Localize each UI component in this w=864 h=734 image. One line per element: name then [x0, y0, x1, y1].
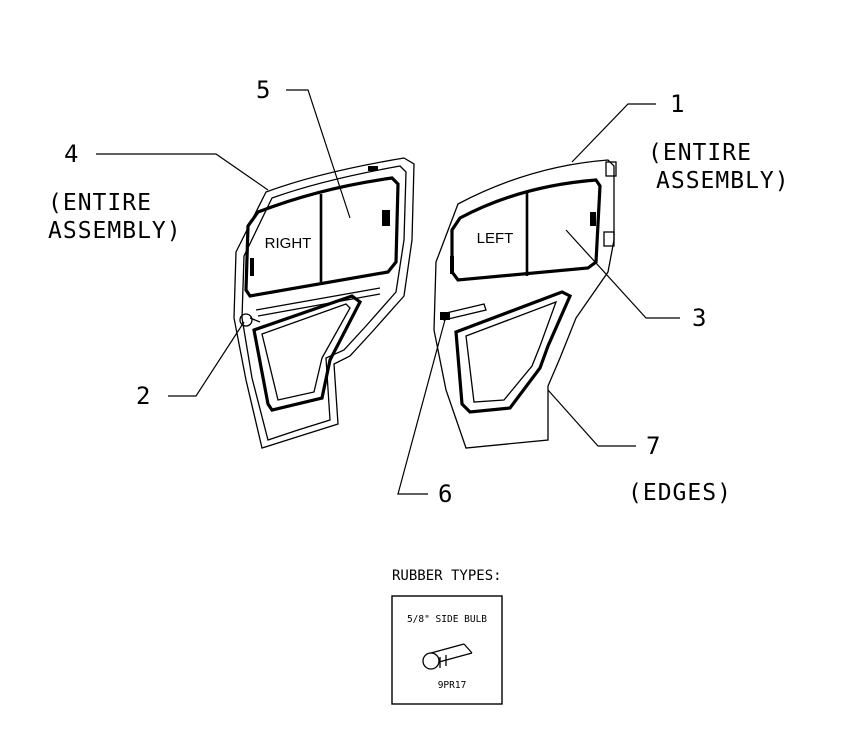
right-door-handle: [239, 313, 253, 327]
leader-6: [397, 315, 447, 495]
right-door-outer-frame: [233, 157, 415, 449]
leader-7: [547, 389, 636, 447]
left-door-lower-panel: [454, 290, 573, 414]
left-door-handle-block: [440, 312, 450, 320]
callout-6-number: 6: [438, 480, 452, 508]
left-door-window: [450, 178, 602, 282]
right-door-top-clip: [368, 166, 378, 171]
right-door-lower-panel: [252, 294, 363, 412]
right-door-window: [244, 176, 400, 298]
callout-4-number: 4: [64, 140, 78, 168]
left-door-latch: [450, 256, 454, 274]
callout-4-note-line1: (ENTIRE: [48, 190, 152, 216]
rubber-item-name: 5/8" SIDE BULB: [407, 614, 487, 625]
left-door-window-label: LEFT: [477, 230, 514, 247]
leader-5: [286, 89, 351, 219]
callout-1-number: 1: [670, 90, 684, 118]
callout-2-number: 2: [136, 382, 150, 410]
leader-4: [96, 153, 269, 191]
left-door-side-clip: [590, 212, 596, 226]
leader-1: [571, 103, 656, 163]
rubber-part-number: 9PR17: [438, 680, 467, 691]
rubber-types-title: RUBBER TYPES:: [392, 568, 502, 584]
left-door-hinge-bottom: [603, 231, 615, 247]
callout-leaders: [96, 89, 680, 495]
callout-1-note-line1: (ENTIRE: [648, 140, 752, 166]
callout-3-number: 3: [692, 304, 706, 332]
callout-7-note-line1: (EDGES): [628, 480, 732, 506]
callout-5-number: 5: [256, 76, 270, 104]
right-door-hinge: [250, 258, 254, 276]
rubber-types-legend: RUBBER TYPES: 5/8" SIDE BULB 9PR17: [391, 568, 503, 705]
leader-3: [565, 229, 680, 319]
right-door-lower-panel-inner: [261, 303, 351, 401]
left-door-lower-panel-inner: [465, 300, 558, 403]
left-door-hinge-top: [605, 161, 617, 177]
callout-4-note-line2: ASSEMBLY): [48, 218, 182, 244]
callout-1-note-line2: ASSEMBLY): [656, 168, 790, 194]
left-door-outer-frame: [433, 159, 615, 449]
side-bulb-profile-icon: [422, 643, 473, 670]
right-door: RIGHT: [233, 157, 415, 449]
right-door-window-label: RIGHT: [265, 235, 312, 252]
rubber-types-box: [391, 595, 503, 705]
right-door-inner-frame: [241, 165, 407, 441]
callout-labels: 1 (ENTIRE ASSEMBLY) 2 3 4 (ENTIRE ASSEMB…: [48, 76, 790, 508]
left-door: LEFT: [433, 159, 617, 449]
callout-7-number: 7: [646, 432, 660, 460]
right-door-latch: [382, 210, 390, 226]
leader-2: [168, 321, 245, 397]
